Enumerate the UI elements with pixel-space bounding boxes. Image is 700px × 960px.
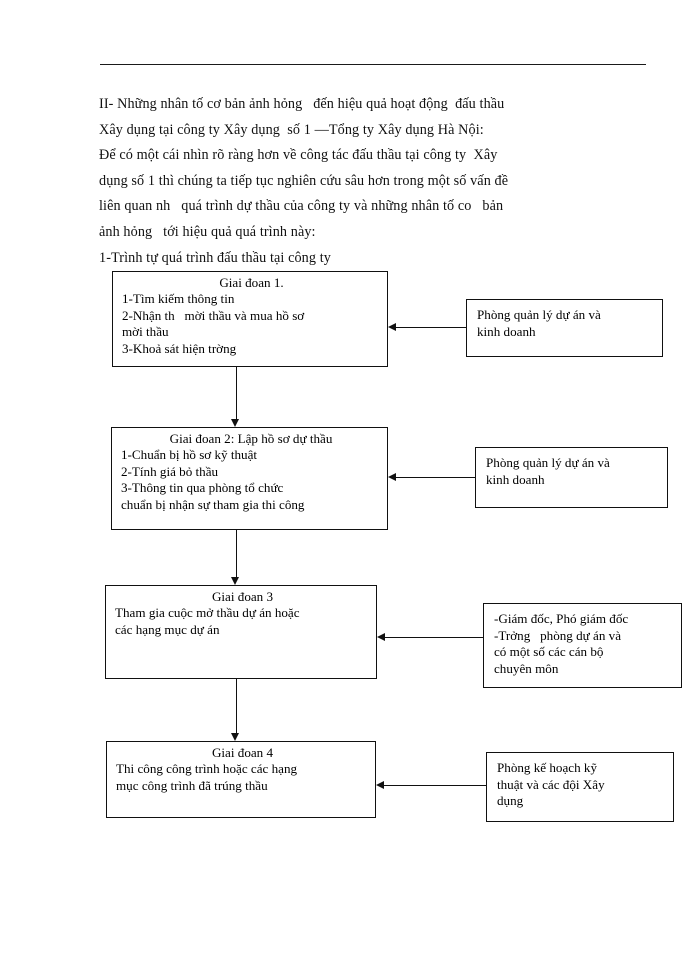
flow-node-stage-2: Giai đoan 2: Lập hồ sơ dự thầu 1-Chuẩn b… [111, 427, 388, 530]
connector-stage3-stage4 [236, 679, 237, 733]
arrowhead-actor2 [388, 473, 396, 481]
body-line-6: ảnh hỏng tới hiệu quả quá trình này: [99, 223, 316, 240]
connector-stage2-stage3 [236, 530, 237, 577]
flow-node-stage-3: Giai đoan 3 Tham gia cuộc mở thầu dự án … [105, 585, 377, 679]
stage-1-line-1: 1-Tìm kiếm thông tin [122, 291, 235, 307]
flow-node-actor-2: Phòng quản lý dự án và kinh doanh [475, 447, 668, 508]
stage-1-line-3: mời thầu [122, 324, 169, 340]
body-line-3: Để có một cái nhìn rõ ràng hơn về công t… [99, 147, 498, 164]
connector-actor2-stage2 [396, 477, 475, 478]
stage-4-line-1: Thi công công trình hoặc các hạng [116, 761, 298, 777]
actor-4-line-1: Phòng kế hoạch kỹ [497, 760, 598, 775]
stage-2-title: Giai đoan 2: Lập hồ sơ dự thầu [169, 431, 333, 446]
stage-2-line-2: 2-Tính giá bỏ thầu [121, 463, 219, 479]
actor-1-line-1: Phòng quản lý dự án và [477, 307, 601, 322]
stage-1-line-2: 2-Nhận th mời thầu và mua hồ sơ [122, 307, 305, 323]
stage-2-line-3: 3-Thông tin qua phòng tổ chức [121, 480, 284, 496]
flow-node-actor-4: Phòng kế hoạch kỹ thuật và các đội Xây d… [486, 752, 674, 822]
stage-3-line-2: các hạng mục dự án [115, 621, 220, 637]
body-line-7: 1-Trình tự quá trình đấu thầu tại công t… [99, 249, 331, 266]
flow-node-stage-1: Giai đoan 1. 1-Tìm kiếm thông tin 2-Nhận… [112, 271, 388, 367]
flow-node-actor-1: Phòng quản lý dự án và kinh doanh [466, 299, 663, 357]
arrowhead-actor1 [388, 323, 396, 331]
actor-4-line-3: dụng [497, 793, 524, 809]
actor-2-line-2: kinh doanh [486, 471, 545, 487]
stage-3-title: Giai đoan 3 [211, 589, 274, 604]
arrowhead-actor4 [376, 781, 384, 789]
actor-1-line-2: kinh doanh [477, 323, 536, 339]
stage-1-line-4: 3-Khoả sát hiện trờng [122, 340, 237, 356]
body-line-5: liên quan nh quá trình dự thầu của công … [99, 198, 504, 215]
stage-2-line-4: chuẩn bị nhận sự tham gia thi công [121, 496, 305, 512]
actor-3-line-3: có một số các cán bộ [494, 644, 604, 660]
body-line-2: Xây dụng tại công ty Xây dụng số 1 —Tổng… [99, 121, 484, 138]
actor-3-line-2: -Trởng phòng dự án và [494, 627, 622, 643]
actor-3-line-1: -Giám đốc, Phó giám đốc [494, 611, 629, 626]
arrowhead-stage4 [231, 733, 239, 741]
connector-actor4-stage4 [384, 785, 486, 786]
connector-actor3-stage3 [385, 637, 483, 638]
actor-2-line-1: Phòng quản lý dự án và [486, 455, 610, 470]
actor-3-line-4: chuyên môn [494, 660, 559, 676]
body-line-4: dụng số 1 thì chúng ta tiếp tục nghiên c… [99, 172, 509, 189]
connector-actor1-stage1 [396, 327, 466, 328]
stage-4-line-2: mục công trình đã trúng thầu [116, 777, 268, 793]
actor-4-line-2: thuật và các đội Xây [497, 776, 605, 792]
stage-2-line-1: 1-Chuẩn bị hồ sơ kỹ thuật [121, 447, 258, 463]
header-rule [100, 64, 646, 65]
stage-3-line-1: Tham gia cuộc mở thầu dự án hoặc [115, 605, 300, 621]
body-text: II- Những nhân tố cơ bản ảnh hỏng đến hi… [99, 92, 659, 271]
arrowhead-stage3 [231, 577, 239, 585]
stage-1-title: Giai đoan 1. [219, 275, 284, 290]
body-line-1: II- Những nhân tố cơ bản ảnh hỏng đến hi… [99, 96, 505, 112]
stage-4-title: Giai đoan 4 [211, 745, 274, 760]
connector-stage1-stage2 [236, 367, 237, 419]
flow-node-stage-4: Giai đoan 4 Thi công công trình hoặc các… [106, 741, 376, 818]
flow-node-actor-3: -Giám đốc, Phó giám đốc -Trởng phòng dự … [483, 603, 682, 688]
arrowhead-actor3 [377, 633, 385, 641]
arrowhead-stage2 [231, 419, 239, 427]
